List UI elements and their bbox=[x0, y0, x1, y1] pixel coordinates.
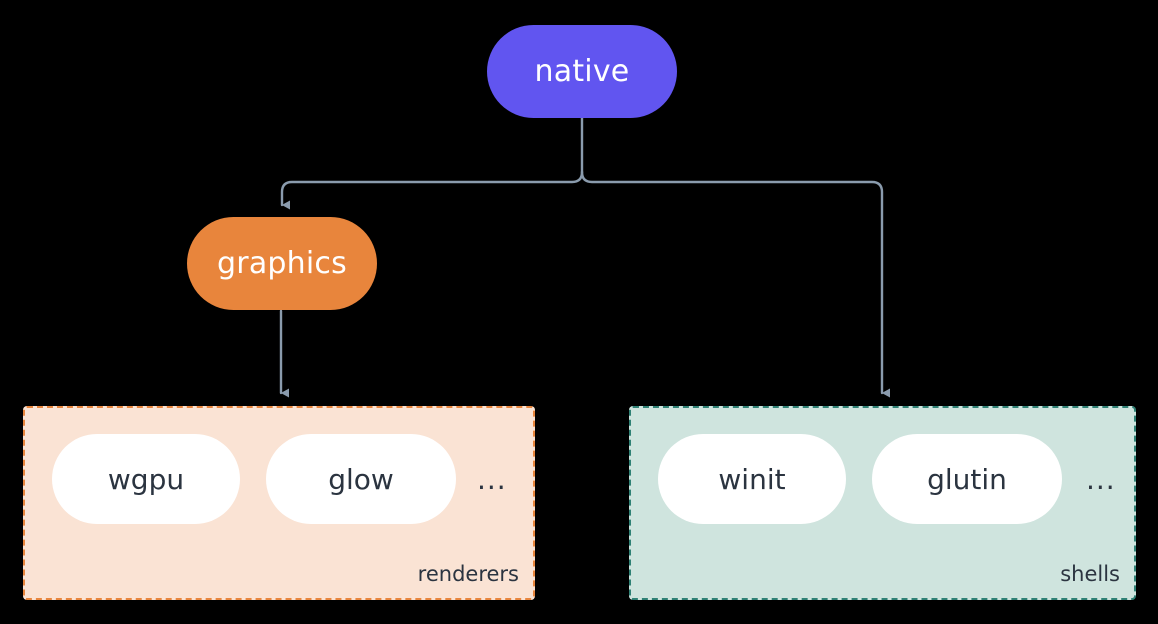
leaf-wgpu[interactable]: wgpu bbox=[52, 434, 240, 524]
leaf-glutin[interactable]: glutin bbox=[872, 434, 1062, 524]
leaf-winit[interactable]: winit bbox=[658, 434, 846, 524]
leaf-glow-label: glow bbox=[328, 462, 394, 496]
leaf-winit-label: winit bbox=[718, 462, 786, 496]
cluster-renderers-body: wgpu glow ... renderers bbox=[25, 408, 533, 598]
node-graphics[interactable]: graphics bbox=[187, 217, 377, 310]
node-graphics-label: graphics bbox=[217, 246, 347, 281]
node-native-label: native bbox=[534, 54, 630, 89]
cluster-shells: winit glutin ... shells bbox=[629, 406, 1136, 600]
renderers-overflow-ellipsis: ... bbox=[477, 462, 507, 496]
cluster-renderers-label: renderers bbox=[417, 562, 519, 586]
cluster-renderers: wgpu glow ... renderers bbox=[23, 406, 535, 600]
cluster-shells-body: winit glutin ... shells bbox=[631, 408, 1134, 598]
leaf-glutin-label: glutin bbox=[927, 462, 1007, 496]
edge-native-to-shells bbox=[580, 170, 891, 398]
node-native[interactable]: native bbox=[487, 25, 677, 118]
shells-overflow-ellipsis: ... bbox=[1086, 462, 1116, 496]
cluster-shells-label: shells bbox=[1060, 562, 1120, 586]
leaf-glow[interactable]: glow bbox=[266, 434, 456, 524]
edge-native-to-graphics bbox=[280, 170, 584, 210]
leaf-wgpu-label: wgpu bbox=[107, 462, 185, 496]
